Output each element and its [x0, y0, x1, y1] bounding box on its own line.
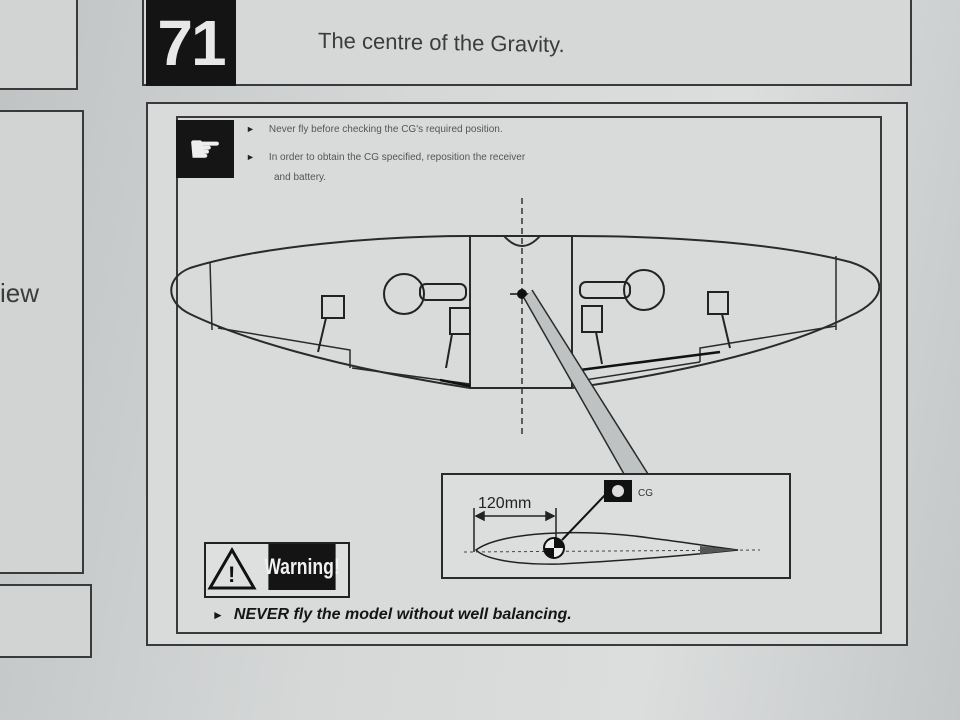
warning-message-line: ► NEVER fly the model without well balanc…: [212, 606, 572, 624]
pointing-hand-icon: ☛: [176, 120, 234, 178]
note-line-2-continued: and battery.: [274, 172, 327, 183]
left-neighbor-panel-top: [0, 0, 78, 90]
warning-label: Warning!: [264, 544, 340, 590]
step-header: [142, 0, 912, 86]
servo-openings: [317, 269, 731, 369]
note-line-1: ► Never fly before checking the CG's requ…: [246, 124, 503, 135]
neighbor-partial-text: iew: [0, 278, 40, 308]
dimension-label: 120mm: [478, 495, 531, 512]
arrow-bullet-icon: ►: [246, 124, 255, 134]
airfoil-section: [463, 531, 761, 565]
arrow-bullet-icon: ►: [246, 152, 255, 162]
callout-leader: [523, 289, 650, 475]
left-neighbor-panel-middle: [0, 110, 84, 574]
note-line-2: ► In order to obtain the CG specified, re…: [246, 152, 525, 163]
cg-legend-label: CG: [638, 488, 653, 499]
svg-text:!: !: [228, 562, 235, 587]
cg-legend-icon: [604, 480, 632, 502]
cg-dimension: [473, 508, 557, 552]
warning-message: NEVER fly the model without well balanci…: [233, 606, 572, 623]
note-text-1: Never fly before checking the CG's requi…: [268, 124, 503, 135]
cg-symbol-icon: [543, 537, 565, 559]
arrow-bullet-icon: ►: [212, 608, 224, 622]
step-number: 71: [146, 0, 236, 86]
left-neighbor-panel-bottom: [0, 584, 92, 658]
warning-triangle-icon: !: [207, 547, 257, 590]
note-text-2: In order to obtain the CG specified, rep…: [268, 152, 526, 163]
step-content-inner-frame: [176, 116, 882, 634]
wing-outline: [170, 235, 881, 389]
